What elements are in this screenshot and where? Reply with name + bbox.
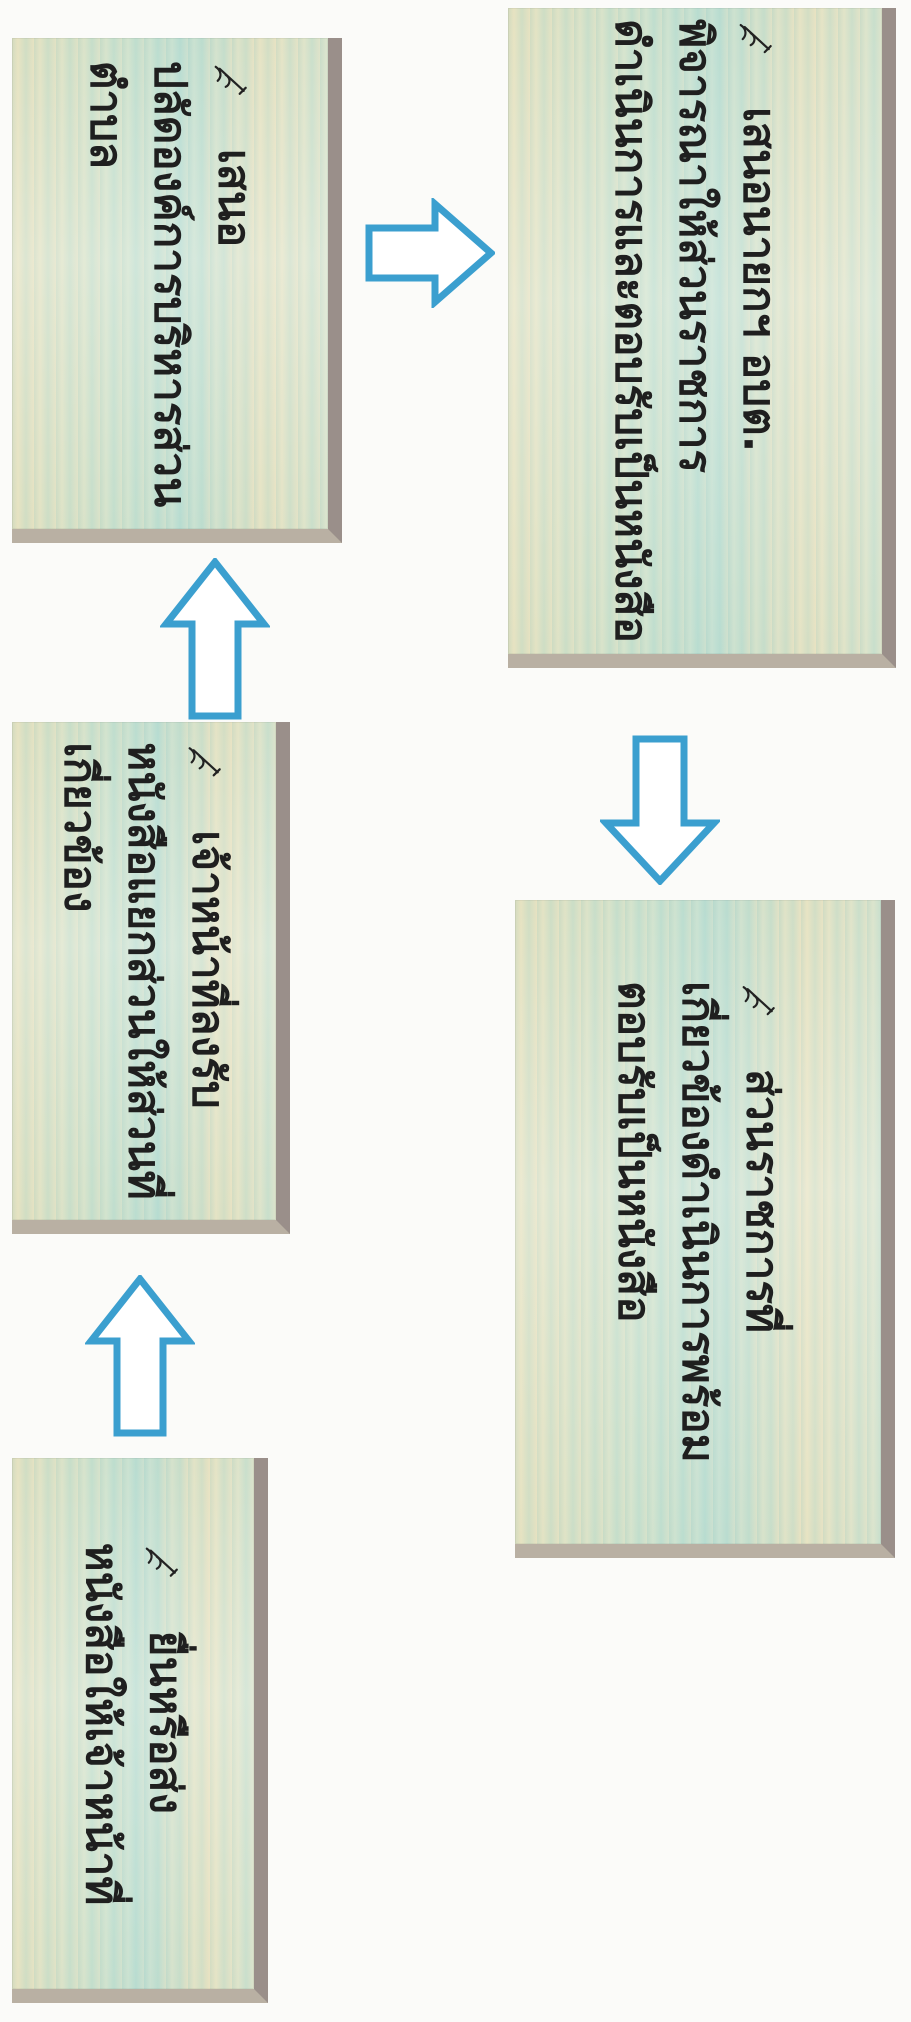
step-text-propose-mayor: เสนอนายกฯ อบต. พิจารณาให้ส่วนราชการ ดำเน… [599, 19, 790, 643]
step-text-propose-clerk: เสนอ ปลัดองค์การบริหารส่วน ตำบล [74, 60, 265, 506]
step-line-1: เจ้าหน้าที่ลงรับ [182, 830, 234, 1109]
step-line-1: ยื่นหรือส่ง [139, 1630, 191, 1814]
step-box-propose-mayor: เสนอนายกฯ อบต. พิจารณาให้ส่วนราชการ ดำเน… [508, 8, 896, 668]
step-line-1: เสนอ [208, 148, 260, 247]
step-line-3: ตอบรับเป็นหนังสือ [609, 981, 661, 1323]
step-box-submit: ยื่นหรือส่ง หนังสือให้เจ้าหน้าที่ [12, 1458, 268, 2003]
step-line-2: ปลัดองค์การบริหารส่วน [144, 60, 196, 507]
pen-writing-icon [188, 747, 221, 777]
step-text-department-action: ส่วนราชการที่ เกี่ยวข้องดำเนินการพร้อม ต… [602, 981, 793, 1463]
flow-arrow-up-2 [160, 558, 270, 720]
pen-writing-icon [214, 65, 247, 95]
step-line-1: ส่วนราชการที่ [736, 1069, 788, 1333]
step-line-2: พิจารณาให้ส่วนราชการ [669, 19, 721, 474]
step-line-2: เกี่ยวข้องดำเนินการพร้อม [672, 981, 724, 1463]
flow-arrow-right [365, 198, 495, 308]
step-line-1: เสนอนายกฯ อบต. [733, 107, 785, 453]
pen-writing-icon [742, 986, 775, 1016]
step-text-receive: เจ้าหน้าที่ลงรับ หนังสือแยกส่วนให้ส่วนที… [48, 742, 239, 1199]
pen-writing-icon [145, 1547, 178, 1577]
step-box-receive: เจ้าหน้าที่ลงรับ หนังสือแยกส่วนให้ส่วนที… [12, 722, 290, 1234]
step-line-2: หนังสือแยกส่วนให้ส่วนที่ [118, 742, 170, 1200]
step-line-3: ตำบล [81, 60, 133, 169]
step-box-propose-clerk: เสนอ ปลัดองค์การบริหารส่วน ตำบล [12, 38, 342, 543]
step-box-department-action: ส่วนราชการที่ เกี่ยวข้องดำเนินการพร้อม ต… [515, 900, 895, 1558]
step-line-3: ดำเนินการและตอบรับเป็นหนังสือ [606, 19, 658, 643]
step-line-3: เกี่ยวข้อง [55, 742, 107, 913]
step-line-2: หนังสือให้เจ้าหน้าที่ [76, 1542, 127, 1905]
flow-arrow-up-1 [85, 1275, 195, 1437]
flow-arrow-down [600, 735, 720, 885]
step-text-submit: ยื่นหรือส่ง หนังสือให้เจ้าหน้าที่ [69, 1542, 197, 1905]
pen-writing-icon [739, 23, 772, 54]
